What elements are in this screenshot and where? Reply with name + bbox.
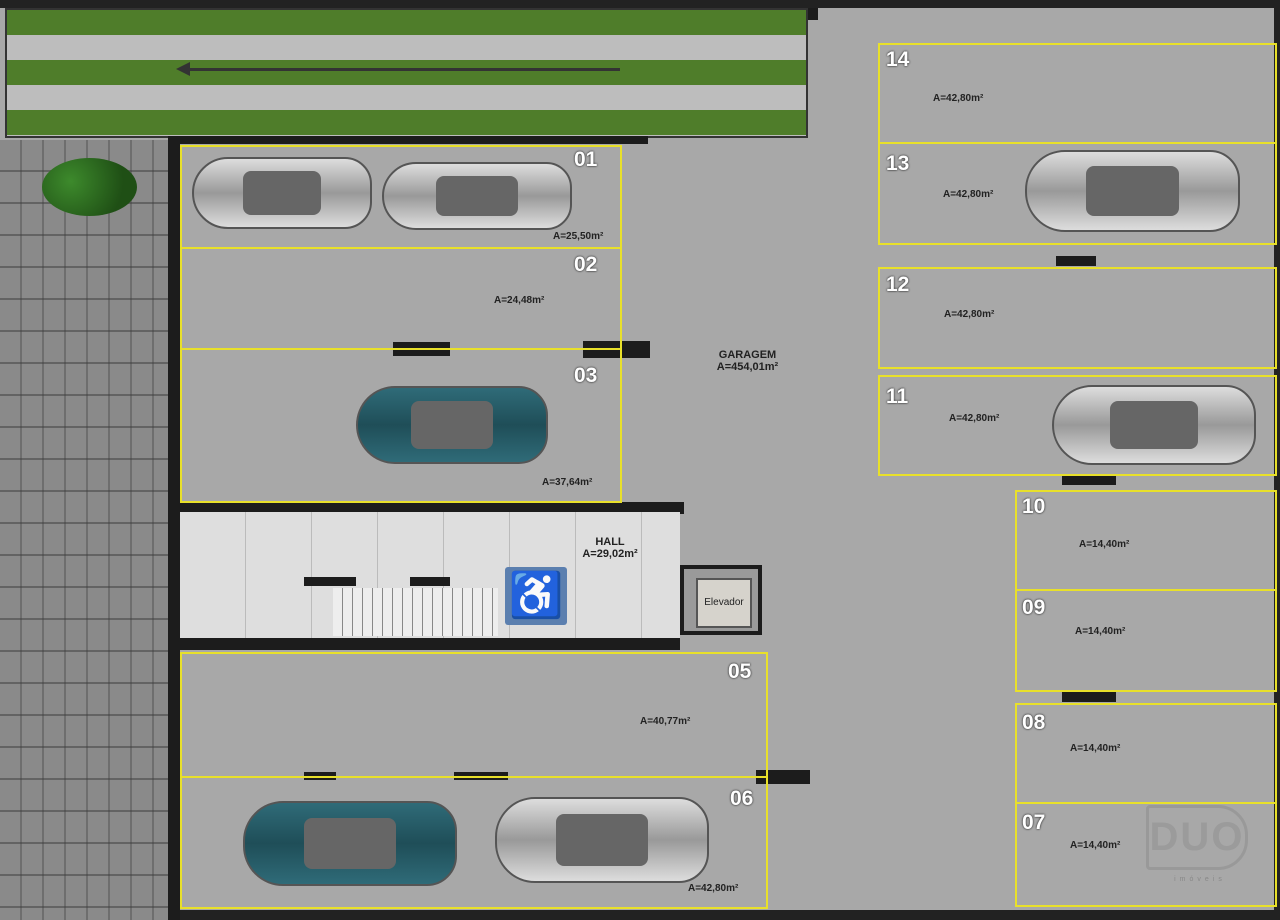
wall <box>168 138 180 920</box>
wall <box>410 577 450 586</box>
spot-number: 11 <box>886 385 909 408</box>
garage-area: A=454,01m² <box>716 361 779 373</box>
spot-area: A=42,80m² <box>933 93 984 104</box>
parking-spot-14 <box>878 43 1277 144</box>
ramp-driveway <box>5 8 808 138</box>
spot-area: A=42,80m² <box>943 189 994 200</box>
wall <box>1056 256 1096 266</box>
spot-number: 01 <box>574 148 598 171</box>
wall <box>304 577 356 586</box>
wall <box>180 502 684 514</box>
hall-area: A=29,02m² <box>582 548 638 560</box>
tree-icon <box>42 158 137 216</box>
parking-spot-09 <box>1015 589 1277 692</box>
parking-spot-03 <box>180 348 622 503</box>
car <box>243 801 457 886</box>
spot-number: 09 <box>1022 596 1046 619</box>
spot-number: 14 <box>886 48 910 71</box>
car <box>356 386 548 464</box>
spot-number: 13 <box>886 152 910 175</box>
spot-number: 05 <box>728 660 752 683</box>
stairs <box>333 588 498 636</box>
elevator-label: Elevador <box>696 578 752 628</box>
parking-spot-10 <box>1015 490 1277 591</box>
spot-area: A=14,40m² <box>1070 840 1121 851</box>
spot-area: A=42,80m² <box>949 413 1000 424</box>
car <box>1052 385 1256 465</box>
spot-number: 12 <box>886 273 910 296</box>
spot-area: A=14,40m² <box>1070 743 1121 754</box>
spot-area: A=42,80m² <box>944 309 995 320</box>
spot-number: 07 <box>1022 811 1046 834</box>
arrow-left-icon <box>176 62 620 76</box>
wall <box>1062 475 1116 485</box>
wheelchair-icon: ♿ <box>505 567 567 625</box>
spot-area: A=40,77m² <box>640 716 691 727</box>
watermark-logo: DUO <box>1146 805 1248 870</box>
watermark-subtitle: imóveis <box>1174 876 1226 883</box>
parking-spot-12 <box>878 267 1277 369</box>
spot-number: 08 <box>1022 711 1046 734</box>
spot-area: A=24,48m² <box>494 295 545 306</box>
wall <box>180 636 680 650</box>
spot-area: A=25,50m² <box>553 231 604 242</box>
wall <box>1062 690 1116 702</box>
spot-number: 06 <box>730 787 754 810</box>
spot-area: A=37,64m² <box>542 477 593 488</box>
parking-spot-05 <box>180 652 768 778</box>
parking-spot-06 <box>180 776 768 909</box>
parking-spot-11 <box>878 375 1277 476</box>
car <box>192 157 372 229</box>
spot-area: A=42,80m² <box>688 883 739 894</box>
parking-spot-02 <box>180 247 622 350</box>
spot-number: 03 <box>574 364 598 387</box>
spot-area: A=14,40m² <box>1079 539 1130 550</box>
garage-name: GARAGEM <box>718 349 777 361</box>
wall <box>808 8 818 20</box>
wall <box>756 770 810 784</box>
parking-spot-08 <box>1015 703 1277 804</box>
car <box>382 162 572 230</box>
spot-area: A=14,40m² <box>1075 626 1126 637</box>
car <box>1025 150 1240 232</box>
spot-number: 10 <box>1022 495 1046 518</box>
spot-number: 02 <box>574 253 598 276</box>
car <box>495 797 709 883</box>
sidewalk-paving <box>0 140 168 920</box>
wall <box>168 136 648 144</box>
hall-name: HALL <box>595 536 625 548</box>
